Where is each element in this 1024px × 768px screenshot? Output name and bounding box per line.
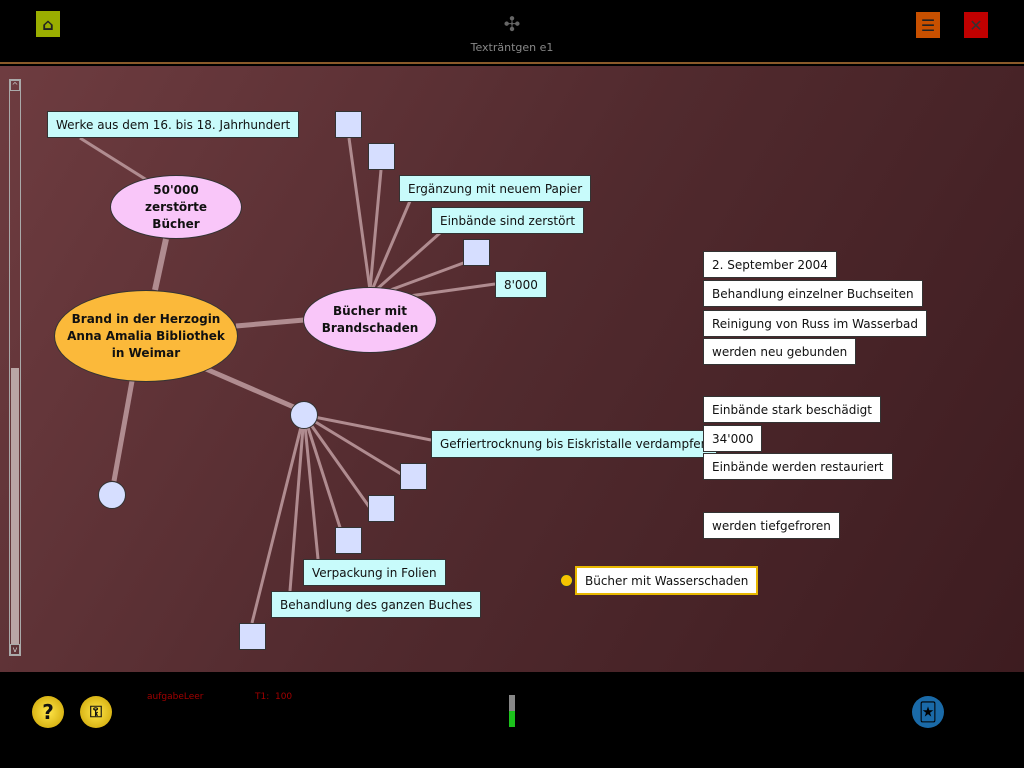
scroll-thumb[interactable] [11,368,19,645]
pool-item[interactable]: Reinigung von Russ im Wasserbad [703,310,927,337]
jester-icon[interactable]: 🃏 [912,696,944,728]
selected-item[interactable]: Bücher mit Wasserschaden [575,566,759,595]
home-button[interactable]: ⌂ [36,11,60,37]
vertical-scrollbar[interactable]: ^ v [9,79,21,656]
node-center[interactable]: Brand in der Herzogin Anna Amalia Biblio… [54,290,238,382]
progress-bar [509,695,515,727]
node-behandlung-ganz[interactable]: Behandlung des ganzen Buches [271,591,482,618]
score-text: T1: 100 [255,692,293,702]
close-button[interactable]: ✕ [964,12,988,38]
empty-slot[interactable] [239,623,266,650]
pool-item[interactable]: Einbände stark beschädigt [703,396,882,423]
empty-slot[interactable] [368,143,395,170]
node-8000[interactable]: 8'000 [495,271,547,298]
bottom-bar: ? ⚿ aufgabeLeer T1: 100 🃏 [0,672,1024,768]
node-werke[interactable]: Werke aus dem 16. bis 18. Jahrhundert [47,111,300,138]
empty-slot[interactable] [400,463,427,490]
status-text: aufgabeLeer [147,692,204,702]
empty-slot[interactable] [368,495,395,522]
top-bar: ⌂ ✣ Texträntgen e1 ☰ ✕ [0,0,1024,64]
empty-slot[interactable] [335,527,362,554]
help-button[interactable]: ? [32,696,64,728]
pool-item[interactable]: Einbände werden restauriert [703,453,893,480]
pool-item[interactable]: 2. September 2004 [703,251,837,278]
node-brandschaden[interactable]: Bücher mit Brandschaden [303,287,437,353]
node-einbaende-zerstoert[interactable]: Einbände sind zerstört [431,207,585,234]
pool-item[interactable]: werden neu gebunden [703,338,857,365]
puzzle-icon: ✣ [503,12,521,36]
empty-circle-slot[interactable] [98,481,126,509]
empty-slot[interactable] [463,239,490,266]
pool-item[interactable]: 34'000 [703,425,763,452]
node-50000-zerstoerte[interactable]: 50'000 zerstörte Bücher [110,175,242,239]
progress-fill [509,711,515,727]
key-button[interactable]: ⚿ [80,696,112,728]
hub-circle[interactable] [290,401,318,429]
app-title: Texträntgen e1 [470,41,554,54]
selection-dot [560,574,573,587]
pool-item[interactable]: Behandlung einzelner Buchseiten [703,280,923,307]
node-gefriertrocknung[interactable]: Gefriertrocknung bis Eiskristalle verdam… [431,430,718,458]
node-verpackung[interactable]: Verpackung in Folien [303,559,446,586]
connection-lines [79,136,496,624]
node-ergaenzung[interactable]: Ergänzung mit neuem Papier [399,175,592,202]
empty-slot[interactable] [335,111,362,138]
scroll-down-button[interactable]: v [10,644,20,655]
pool-item[interactable]: werden tiefgefroren [703,512,840,539]
settings-button[interactable]: ☰ [916,12,940,38]
scroll-up-button[interactable]: ^ [10,80,20,91]
